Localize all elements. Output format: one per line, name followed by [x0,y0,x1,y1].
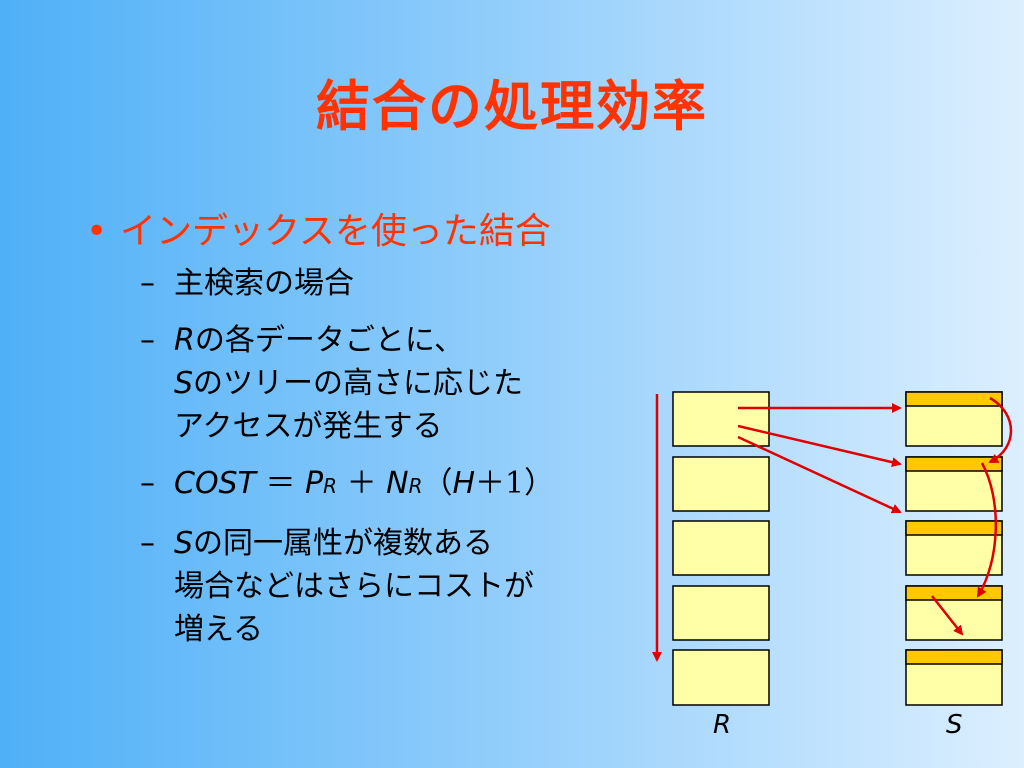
r-record-2 [672,456,770,512]
line-3: アクセスが発生する [174,409,443,444]
r-record-4 [672,585,770,641]
sub-item-duplicate-attr: – Sの同一属性が複数ある 場合などはさらにコストが 増える [140,522,620,651]
r-record-3 [672,520,770,576]
table-r [672,391,770,706]
sub-item-primary-search: – 主検索の場合 [140,262,620,305]
line-3: 増える [174,612,264,647]
s-record-5-header [905,649,1003,665]
s-record-5 [905,649,1003,706]
s-record-3 [905,520,1003,576]
line-2: 場合などはさらにコストが [174,569,534,604]
bullet-marker: • [86,211,108,252]
s-record-2 [905,456,1003,512]
line-1-text: の各データごとに、 [194,323,464,358]
sub-item-text: 主検索の場合 [174,266,354,301]
term-n: N [386,466,409,501]
paren-open: （ [422,466,453,501]
chain-arrow-1 [988,396,1013,464]
plus-sign: ＋ [346,466,377,501]
equals-sign: ＝ [265,466,296,501]
dash-marker: – [140,466,155,501]
paren-close: ） [524,466,555,501]
sub-item-tree-access: – Rの各データごとに、 Sのツリーの高さに応じた アクセスが発生する [140,319,620,448]
line-1-text: の同一属性が複数ある [193,526,494,561]
table-r-label: R [713,710,732,740]
main-bullet: • インデックスを使った結合 [86,202,551,254]
line-1: Rの各データごとに、 [174,319,620,362]
sub-bullet-list: – 主検索の場合 – Rの各データごとに、 Sのツリーの高さに応じた アクセスが… [140,262,620,665]
sub-item-cost-formula: – COST ＝ PR ＋ NR（H＋1） [140,462,620,508]
s-record-1-header [905,391,1003,407]
dash-marker: – [140,526,155,561]
dash-marker: – [140,323,155,358]
s-record-4-header [905,585,1003,601]
main-bullet-text: インデックスを使った結合 [120,211,551,252]
line-2: Sのツリーの高さに応じた [174,362,620,405]
plus-sign-2: ＋ [475,466,506,501]
s-record-4 [905,585,1003,641]
slide-title: 結合の処理効率 [316,75,708,138]
term-n-subscript: R [408,474,423,498]
term-one: 1 [505,466,525,501]
dash-marker: – [140,266,155,301]
var-s: S [174,526,194,561]
line-1: Sの同一属性が複数ある [174,522,620,565]
cost-label: COST [174,466,256,501]
var-s: S [174,366,194,401]
chain-arrow-3 [931,595,964,636]
lookup-arrow-2 [737,424,902,468]
s-record-2-header [905,456,1003,472]
term-p-subscript: R [323,474,338,498]
r-record-1 [672,391,770,447]
lookup-arrow-3 [737,435,902,514]
term-h: H [452,466,476,501]
chain-arrow-2 [976,462,998,598]
term-p: P [305,466,324,501]
r-record-5 [672,649,770,706]
var-r: R [174,323,195,358]
s-record-1 [905,391,1003,447]
table-s-label: S [946,710,963,740]
s-record-3-header [905,520,1003,536]
line-2-text: のツリーの高さに応じた [193,366,524,401]
table-s [905,391,1003,706]
